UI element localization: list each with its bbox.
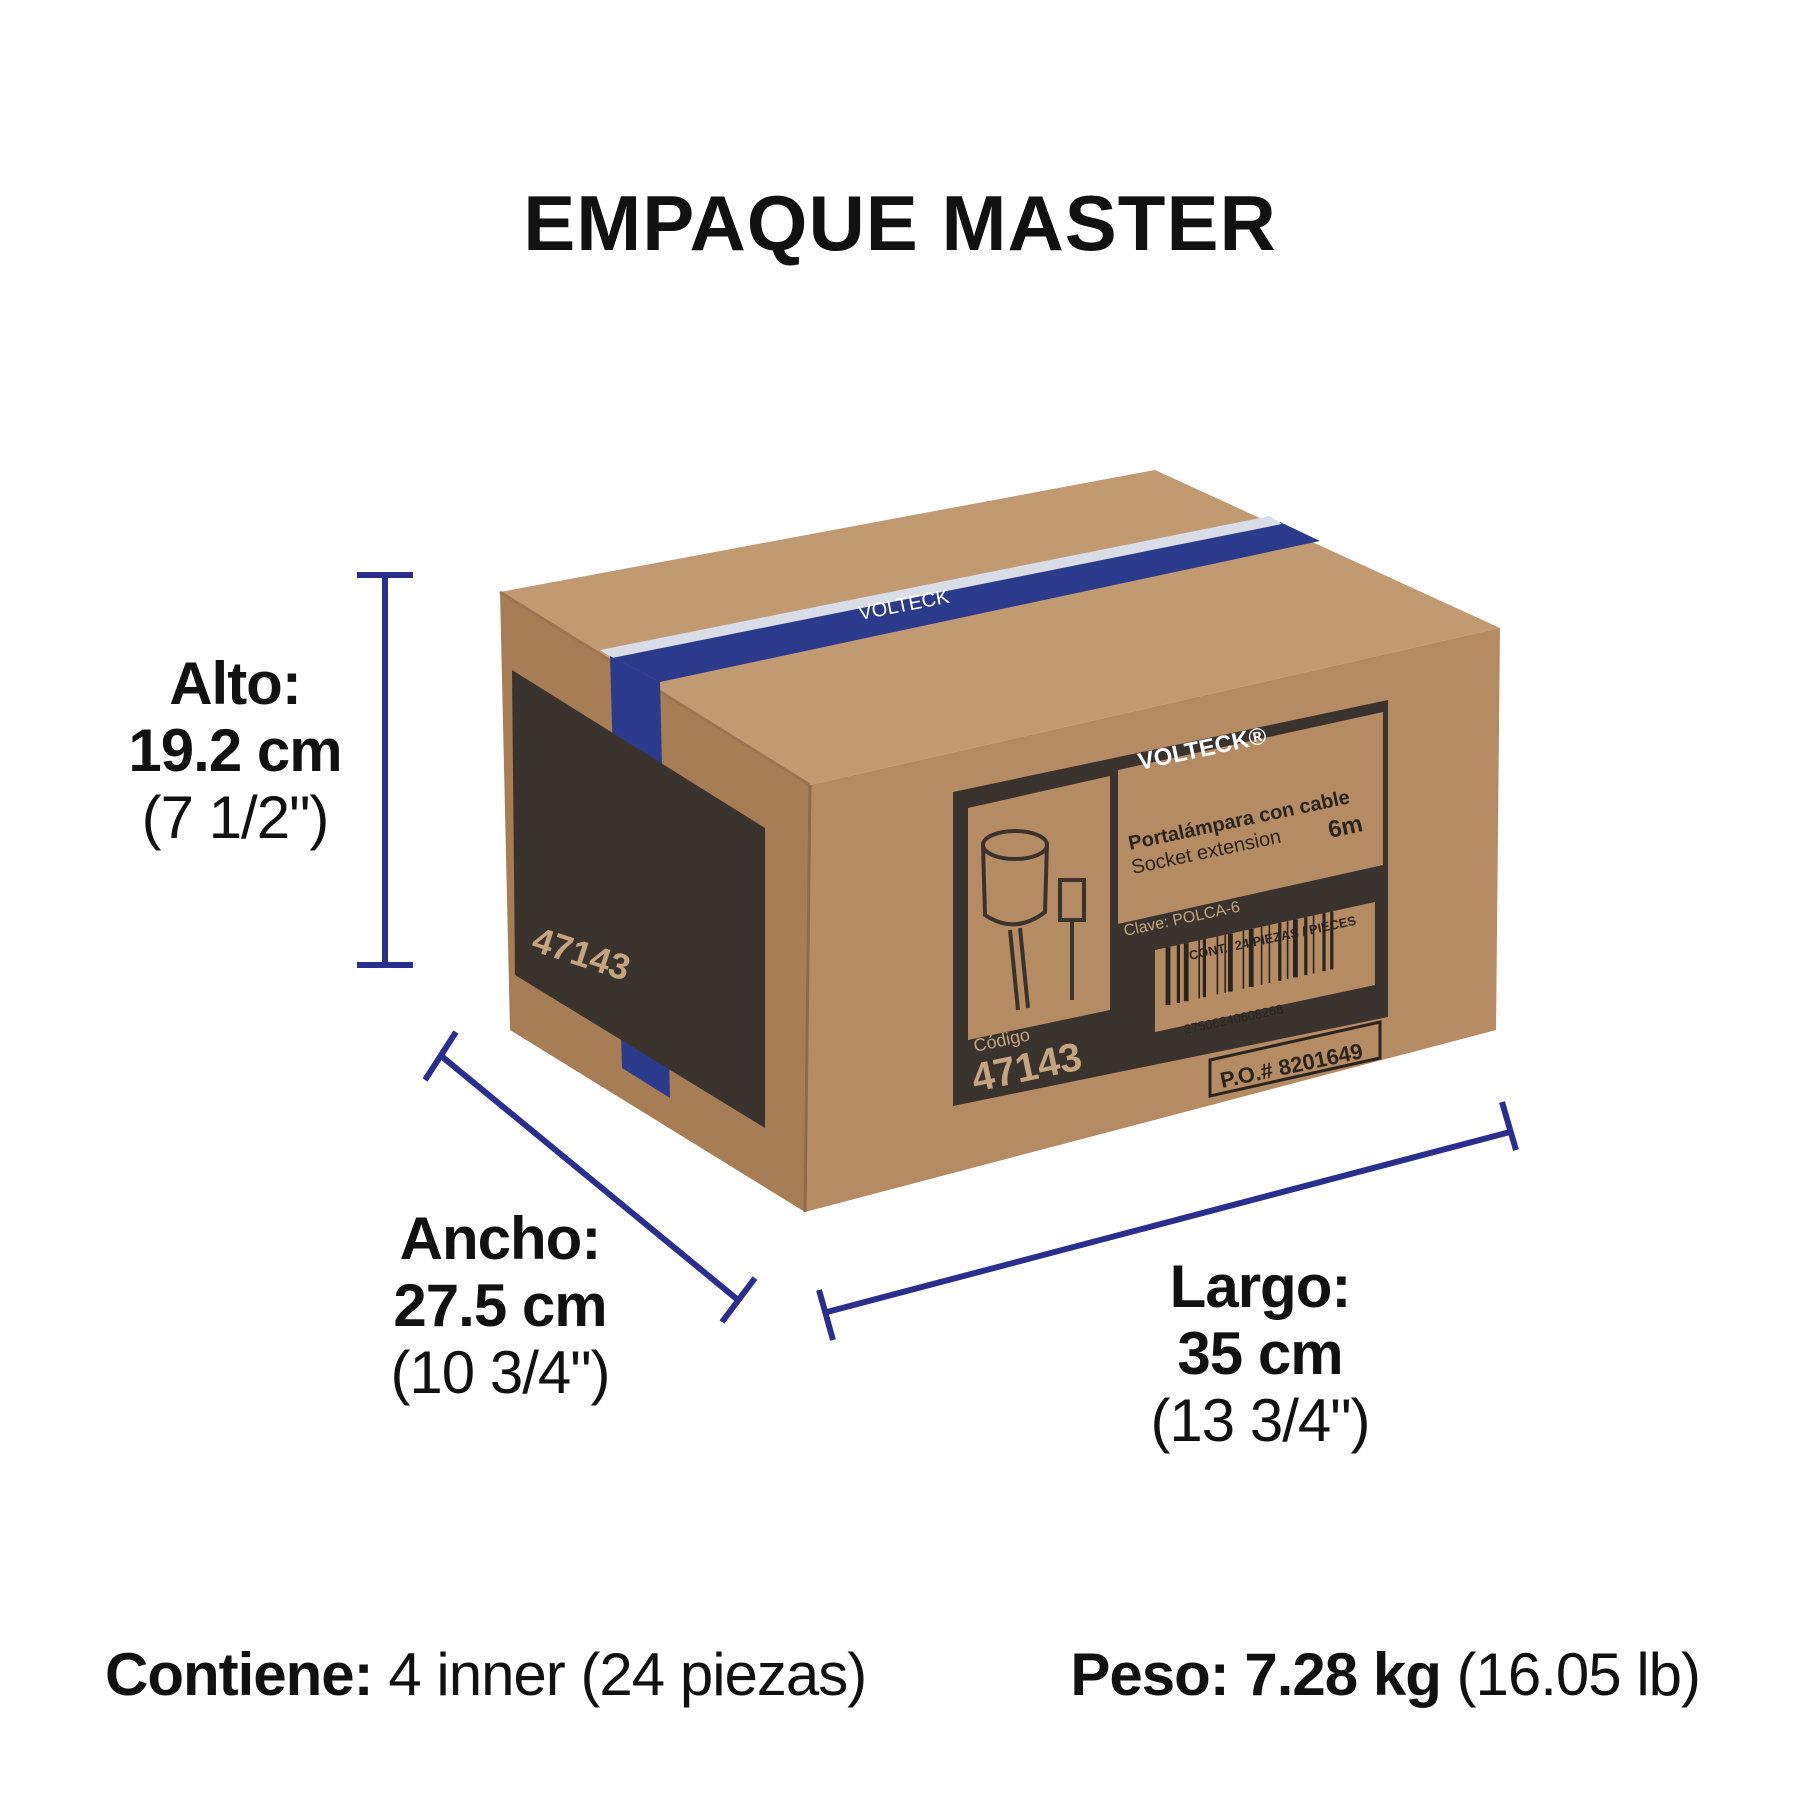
- contents-label: Contiene:: [105, 1641, 374, 1708]
- front-label-window: [1118, 712, 1383, 924]
- weight-value: 7.28 kg: [1244, 1641, 1441, 1708]
- width-imperial: (10 3/4"): [390, 1339, 610, 1407]
- contents-info: Contiene: 4 inner (24 piezas): [105, 1640, 867, 1709]
- length-dimension-line: [816, 1101, 1519, 1341]
- page-title: EMPAQUE MASTER: [523, 179, 1277, 267]
- height-label: Alto: 19.2 cm (7 1/2"): [110, 650, 360, 852]
- height-dimension-line: [357, 572, 413, 968]
- length-title: Largo:: [1169, 1253, 1352, 1320]
- length-label: Largo: 35 cm (13 3/4"): [1130, 1253, 1390, 1455]
- height-metric: 19.2 cm: [128, 717, 342, 785]
- height-imperial: (7 1/2"): [141, 784, 330, 852]
- product-photo-area: [968, 776, 1110, 1040]
- po-box: [1208, 1020, 1382, 1098]
- barcode: [1165, 911, 1334, 1006]
- weight-info: Peso: 7.28 kg (16.05 lb): [1070, 1640, 1701, 1709]
- socket-drawing: [981, 829, 1086, 1011]
- length-imperial: (13 3/4"): [1150, 1387, 1370, 1455]
- contents-value: 4 inner (24 piezas): [388, 1641, 867, 1708]
- width-dimension-line: [422, 1030, 758, 1324]
- weight-imperial: (16.05 lb): [1456, 1641, 1701, 1708]
- width-label: Ancho: 27.5 cm (10 3/4"): [370, 1205, 630, 1407]
- packing-tape-top-edge: [600, 516, 1282, 658]
- height-title: Alto:: [169, 650, 302, 717]
- barcode-area: [1155, 902, 1375, 1032]
- packing-tape-top: [610, 522, 1320, 682]
- length-metric: 35 cm: [1177, 1320, 1343, 1388]
- width-title: Ancho:: [399, 1205, 602, 1272]
- width-metric: 27.5 cm: [393, 1272, 607, 1340]
- weight-label: Peso:: [1070, 1641, 1229, 1708]
- side-label-panel: [512, 670, 765, 1128]
